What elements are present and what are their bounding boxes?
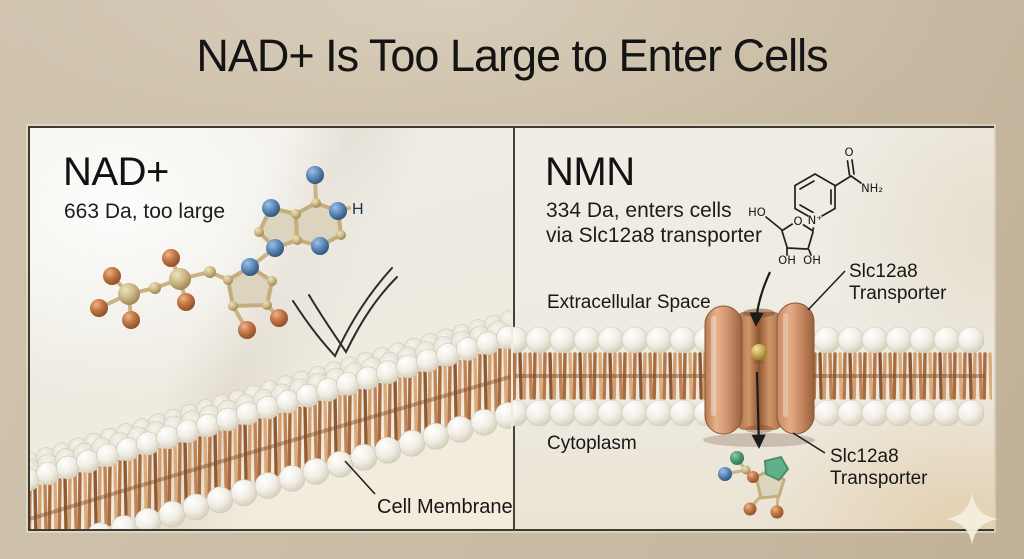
nmn-heading: NMN bbox=[545, 150, 635, 194]
extracellular-space-label: Extracellular Space bbox=[547, 292, 711, 313]
nad-subheading: 663 Da, too large bbox=[64, 200, 226, 223]
cell-membrane-label: Cell Membrane bbox=[377, 496, 513, 518]
transporter-label-top: Slc12a8 Transporter bbox=[849, 261, 947, 304]
nad-heading: NAD+ bbox=[63, 150, 169, 194]
nmn-subheading-line2: via Slc12a8 transporter bbox=[546, 224, 762, 247]
nmn-subheading-line1: 334 Da, enters cells bbox=[546, 199, 732, 222]
nmn-subheading: 334 Da, enters cells via Slc12a8 transpo… bbox=[546, 198, 762, 248]
transporter-label-bottom: Slc12a8 Transporter bbox=[830, 446, 928, 489]
cytoplasm-label: Cytoplasm bbox=[547, 433, 637, 454]
page-title: NAD+ Is Too Large to Enter Cells bbox=[196, 30, 828, 81]
